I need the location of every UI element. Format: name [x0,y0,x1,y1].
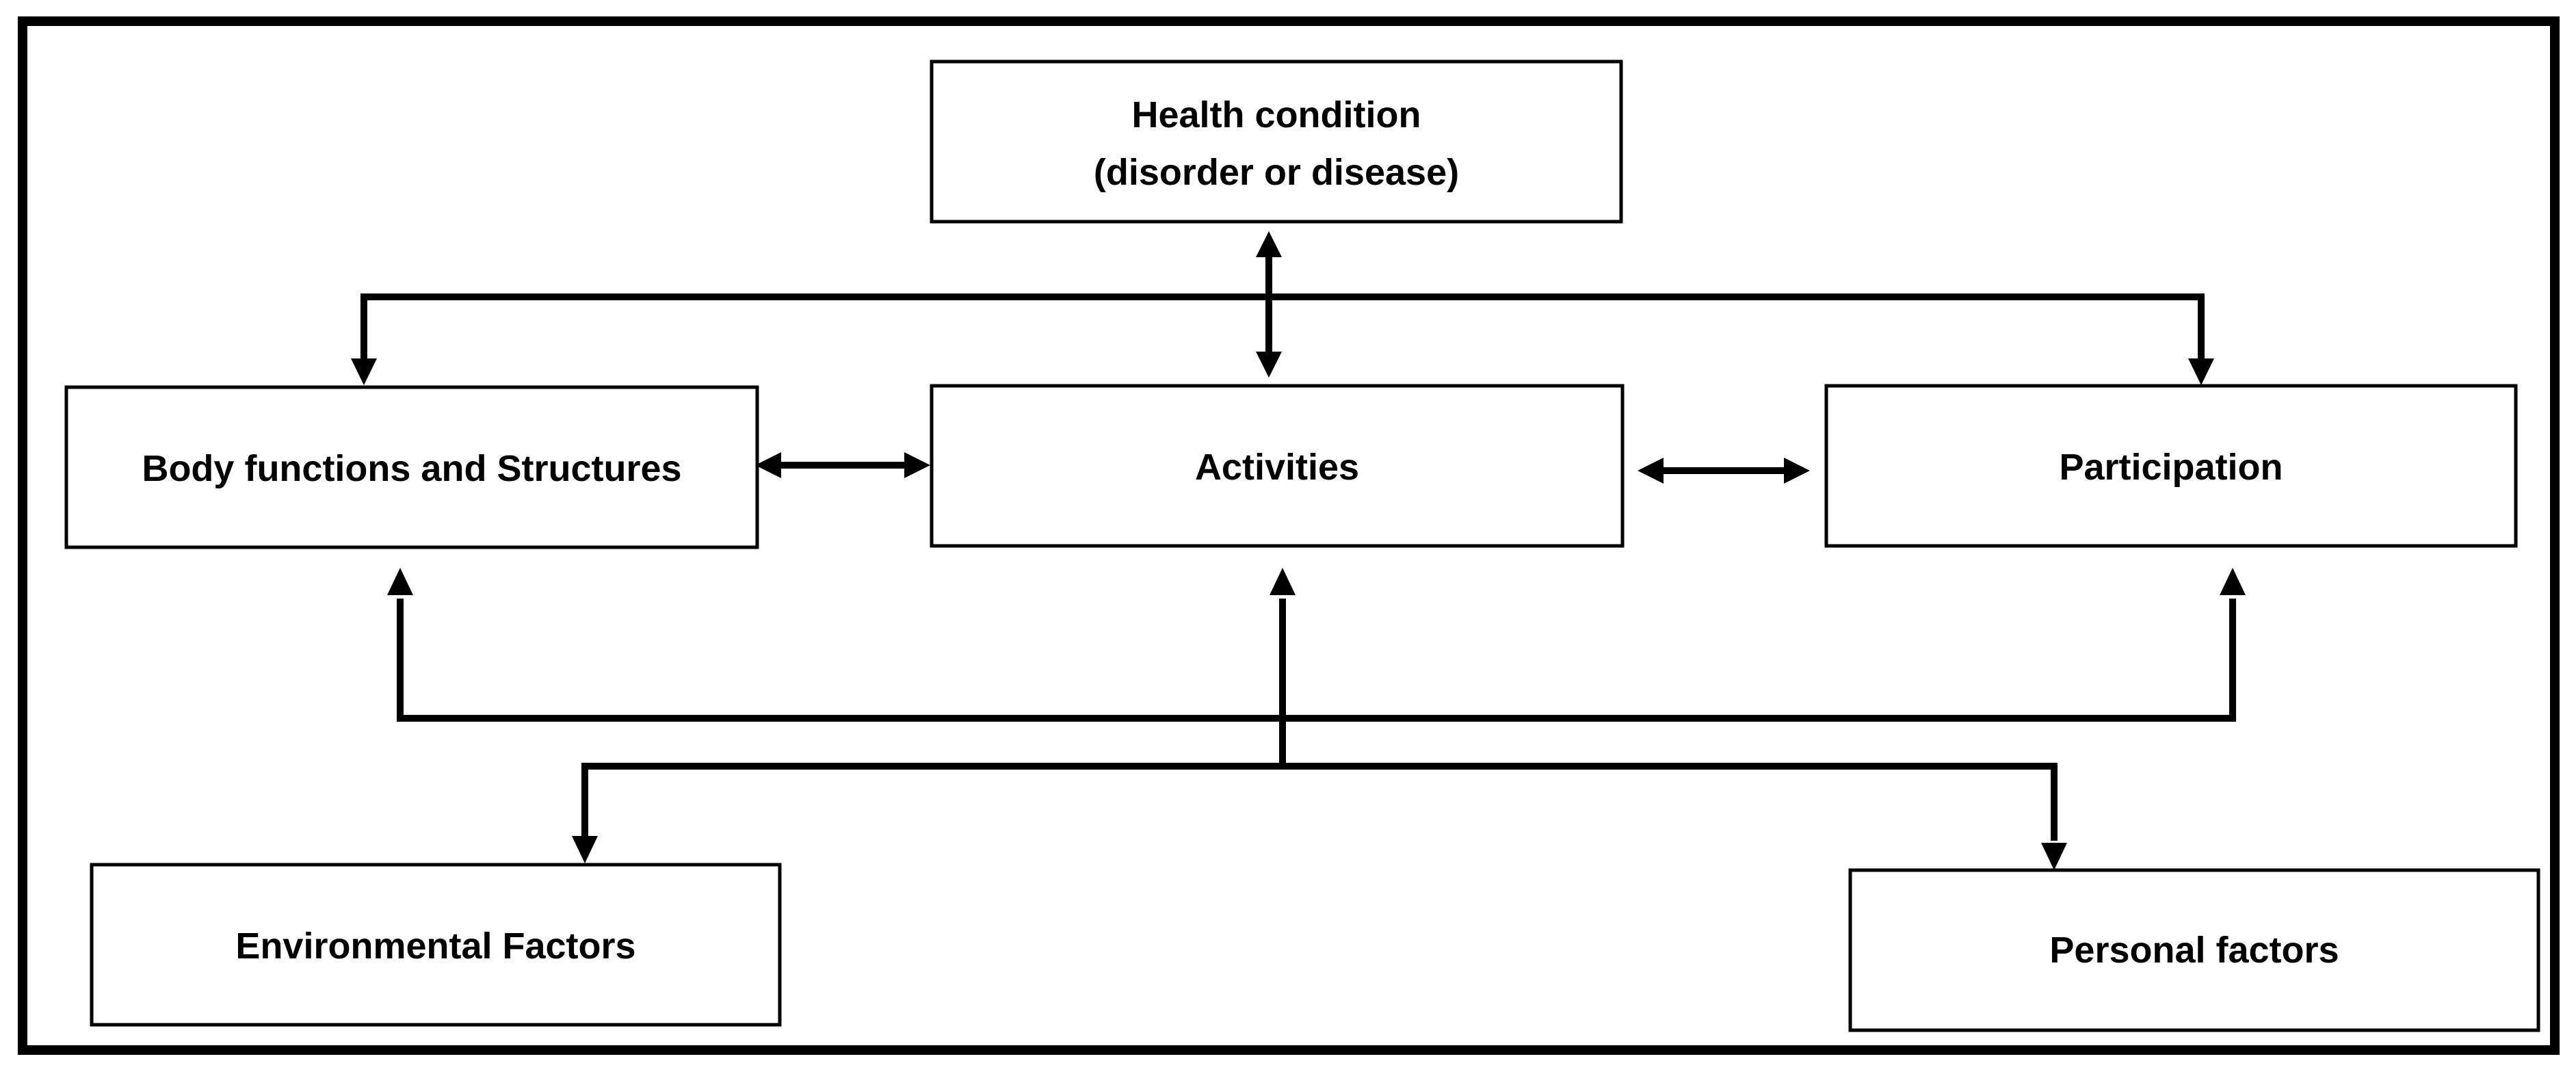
body-functions-label: Body functions and Structures [142,448,681,489]
arrowhead-down-icon [2041,843,2067,870]
activities-box: Activities [930,384,1625,548]
activities-label: Activities [1195,447,1359,488]
arrowhead-up-icon [387,568,413,595]
environmental-factors-label: Environmental Factors [235,926,635,967]
arrowhead-up-icon [2220,568,2246,595]
connectors [360,251,2236,841]
health-condition-sublabel: (disorder or disease) [1094,152,1459,193]
arrowhead-left-icon [755,452,781,478]
arrowhead-right-icon [904,452,930,478]
participation-box: Participation [1824,384,2518,548]
arrowhead-down-icon [1256,352,1282,378]
arrowhead-down-icon [572,836,598,863]
participation-label: Participation [2059,447,2283,488]
arrowhead-down-icon [2188,358,2214,385]
arrowhead-down-icon [351,358,377,385]
body-functions-box: Body functions and Structures [64,385,759,549]
environmental-factors-box: Environmental Factors [90,863,782,1027]
health-condition-box: Health condition (disorder or disease) [930,60,1623,224]
diagram-frame [18,16,2560,1055]
arrowhead-up-icon [1256,231,1282,257]
personal-factors-label: Personal factors [2049,930,2339,971]
arrowhead-left-icon [1638,458,1664,484]
health-condition-label: Health condition [1132,94,1421,135]
arrowheads [351,231,2246,870]
arrowhead-right-icon [1784,458,1810,484]
arrowhead-up-icon [1270,568,1296,595]
personal-factors-box: Personal factors [1848,868,2540,1032]
